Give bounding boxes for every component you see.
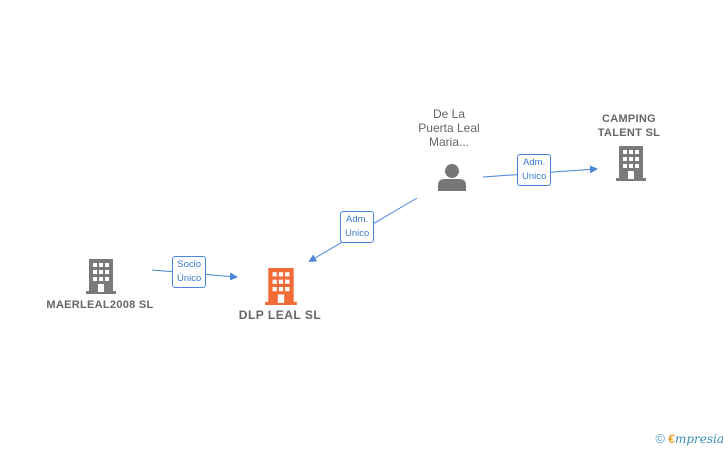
edge-label-person-camping: Adm. Unico <box>517 154 552 186</box>
person-icon[interactable] <box>437 163 467 191</box>
dlp-leal-node[interactable]: DLP LEAL SL <box>222 308 338 322</box>
building-icon[interactable] <box>616 146 646 181</box>
camping-label-line-2: TALENT SL <box>597 127 661 139</box>
person-name-line-3: Maria... <box>428 135 469 149</box>
edge-label-line-1: Adm. <box>346 214 369 225</box>
maerleal-label: MAERLEAL2008 SL <box>46 299 154 311</box>
edge-label-line-1: Socio <box>177 259 202 270</box>
edge-label-line-1: Adm. <box>523 157 546 168</box>
building-icon[interactable] <box>86 259 116 294</box>
maerleal-node[interactable]: MAERLEAL2008 SL <box>40 298 160 312</box>
dlp-leal-label: DLP LEAL SL <box>238 308 322 322</box>
brand-watermark: © €mpresia <box>655 431 724 446</box>
brand-logo-letter: € <box>668 432 675 446</box>
edge-label-person-dlp: Adm. Unico <box>340 211 375 243</box>
copyright-symbol: © <box>655 431 665 446</box>
edge-label-line-2: Unico <box>345 228 370 239</box>
edge-label-line-2: Único <box>177 273 202 284</box>
brand-logo-text: mpresia <box>674 432 724 446</box>
person-node[interactable]: De La Puerta Leal Maria... <box>405 107 493 149</box>
edge-label-maerleal-dlp: Socio Único <box>172 256 207 288</box>
person-name-line-2: Puerta Leal <box>418 121 480 135</box>
camping-label-line-1: CAMPING <box>601 113 657 125</box>
building-icon[interactable] <box>265 268 297 305</box>
edge-label-line-2: Unico <box>522 171 547 182</box>
camping-talent-node[interactable]: CAMPING TALENT SL <box>584 112 674 140</box>
person-name-line-1: De La <box>432 107 466 121</box>
